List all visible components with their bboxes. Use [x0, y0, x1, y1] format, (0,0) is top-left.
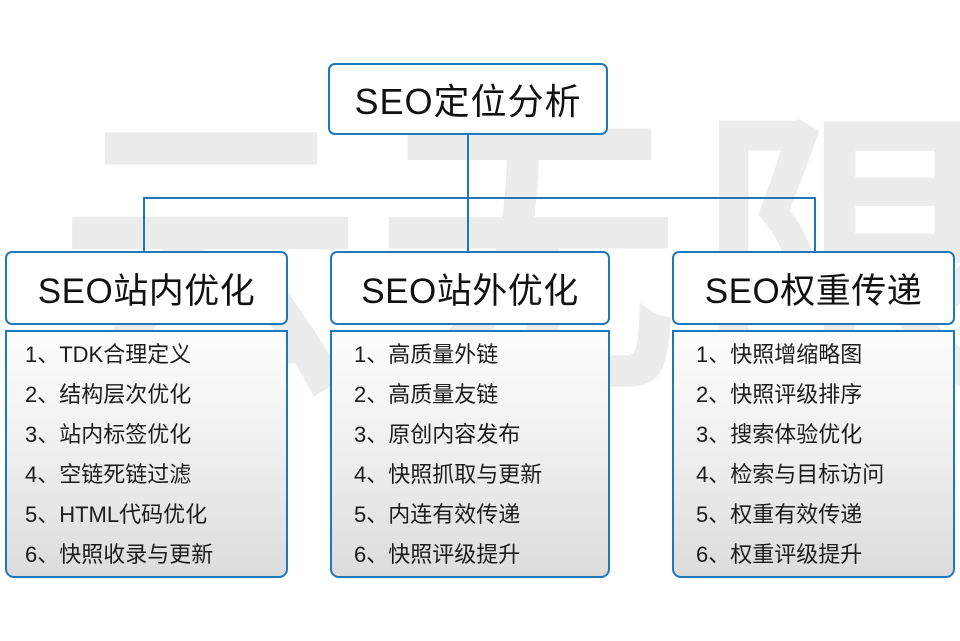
column-2-heading-label: SEO站外优化	[361, 271, 579, 311]
list-item: 6、快照收录与更新	[25, 542, 214, 567]
list-item: 1、高质量外链	[354, 342, 499, 367]
root-node[interactable]: SEO定位分析	[328, 63, 608, 135]
list-item: 3、搜索体验优化	[696, 422, 863, 447]
list-item: 3、站内标签优化	[25, 422, 192, 447]
list-item: 2、结构层次优化	[25, 382, 192, 407]
connector-drop-column-1	[143, 197, 145, 253]
column-1-header[interactable]: SEO站内优化	[5, 251, 288, 325]
column-1-heading-label: SEO站内优化	[37, 271, 256, 311]
column-seo-offsite: SEO站外优化 1、高质量外链 2、高质量友链 3、原创内容发布 4、快照抓取与…	[330, 251, 610, 578]
list-item: 4、空链死链过滤	[25, 462, 192, 487]
list-item: 5、HTML代码优化	[25, 502, 208, 527]
list-item: 4、检索与目标访问	[696, 462, 885, 487]
list-item: 2、快照评级排序	[696, 382, 863, 407]
list-item: 5、内连有效传递	[354, 502, 521, 527]
root-node-title: SEO定位分析	[354, 81, 582, 122]
column-3-header[interactable]: SEO权重传递	[672, 251, 955, 325]
list-item: 6、快照评级提升	[354, 542, 521, 567]
column-1-list: 1、TDK合理定义 2、结构层次优化 3、站内标签优化 4、空链死链过滤 5、H…	[5, 330, 288, 578]
list-item: 1、快照增缩略图	[696, 342, 863, 367]
connector-drop-column-3	[814, 197, 816, 253]
column-2-header[interactable]: SEO站外优化	[330, 251, 610, 325]
list-item: 2、高质量友链	[354, 382, 499, 407]
column-3-heading-label: SEO权重传递	[704, 271, 923, 311]
connector-drop-column-2	[467, 197, 469, 253]
column-seo-onsite: SEO站内优化 1、TDK合理定义 2、结构层次优化 3、站内标签优化 4、空链…	[5, 251, 288, 578]
list-item: 1、TDK合理定义	[25, 342, 192, 367]
column-2-list: 1、高质量外链 2、高质量友链 3、原创内容发布 4、快照抓取与更新 5、内连有…	[330, 330, 610, 578]
list-item: 5、权重有效传递	[696, 502, 863, 527]
list-item: 6、权重评级提升	[696, 542, 863, 567]
connector-horizontal-bus	[143, 197, 816, 199]
list-item: 3、原创内容发布	[354, 422, 521, 447]
connector-root-stem	[467, 135, 469, 199]
column-seo-weight: SEO权重传递 1、快照增缩略图 2、快照评级排序 3、搜索体验优化 4、检索与…	[672, 251, 955, 578]
column-3-list: 1、快照增缩略图 2、快照评级排序 3、搜索体验优化 4、检索与目标访问 5、权…	[672, 330, 955, 578]
list-item: 4、快照抓取与更新	[354, 462, 543, 487]
